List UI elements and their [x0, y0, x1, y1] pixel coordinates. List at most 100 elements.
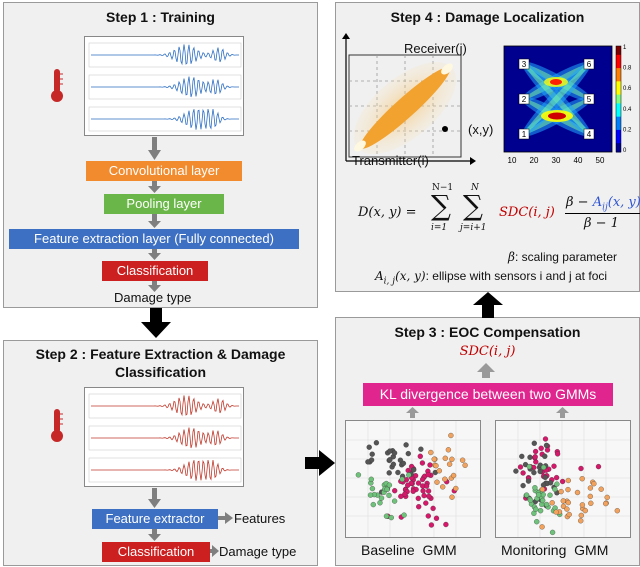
scatter-point — [405, 482, 411, 488]
scatter-point — [446, 461, 453, 467]
scatter-point — [423, 500, 429, 506]
colorbar-segment — [616, 46, 621, 51]
scatter-point — [547, 480, 554, 486]
formula-sum2-bottom: j=i+1 — [460, 223, 487, 233]
down-arrow-icon — [141, 308, 171, 338]
step1-panel: Step 1 : Training Convolutional layer Po… — [3, 2, 318, 308]
scatter-point — [535, 492, 542, 498]
monitoring-gmm-plot — [495, 420, 631, 538]
scatter-point — [554, 481, 560, 487]
sensor-label: 2 — [522, 95, 527, 104]
scatter-point — [426, 493, 432, 500]
scatter-point — [614, 508, 620, 514]
colorbar-segment — [616, 147, 621, 153]
signal-trace — [91, 427, 239, 449]
scatter-point — [425, 513, 431, 519]
receiver-label: Receiver(j) — [404, 41, 467, 56]
formula-lhs: D(x, y) = — [358, 205, 417, 220]
scatter-point — [399, 476, 405, 482]
pooling-layer-box: Pooling layer — [104, 194, 224, 214]
scatter-point — [401, 512, 407, 518]
damage-index-formula: D(x, y) = N−1 ∑ i=1 N ∑ j=i+1 SDC(i, j) … — [336, 181, 640, 241]
scatter-point — [531, 469, 537, 476]
scatter-point — [425, 471, 431, 478]
sdc-label: SDC(i, j) — [459, 344, 516, 359]
colorbar-segment — [616, 129, 621, 135]
scatter-point — [564, 506, 570, 512]
sensor-marker — [518, 58, 530, 70]
sensor-label: 5 — [587, 95, 592, 104]
hotspot — [548, 112, 566, 120]
signal-trace — [91, 459, 239, 481]
scatter-point — [430, 505, 436, 512]
scatter-point — [450, 472, 457, 479]
scatter-point — [565, 486, 571, 493]
scatter-point — [553, 509, 559, 515]
scatter-point — [532, 454, 538, 460]
damage-type-output: Damage type — [114, 290, 192, 305]
a-symbol: A — [375, 269, 384, 283]
thermometer-icon — [50, 409, 64, 448]
scatter-point — [520, 482, 526, 489]
up-arrow-icon — [473, 292, 503, 318]
sensor-label: 1 — [522, 130, 527, 139]
scatter-point — [565, 477, 571, 484]
features-label: Features — [234, 511, 286, 526]
scatter-point — [598, 486, 604, 492]
scatter-point — [442, 455, 448, 461]
colorbar-segment — [616, 72, 621, 78]
scatter-point — [386, 492, 392, 499]
scatter-point — [517, 464, 524, 470]
scatter-point — [558, 488, 564, 495]
scatter-point — [425, 488, 432, 494]
scatter-point — [578, 465, 584, 472]
colorbar-segment — [616, 50, 621, 56]
scatter-point — [539, 524, 545, 530]
colorbar-segment — [616, 76, 621, 82]
scatter-point — [390, 461, 397, 467]
scatter-point — [418, 446, 424, 452]
sensor-label: 4 — [587, 130, 592, 139]
scatter-point — [411, 467, 417, 473]
sensor-marker — [583, 58, 595, 70]
scatter-point — [566, 511, 572, 518]
scatter-point — [547, 492, 553, 498]
signal-trace — [91, 108, 239, 130]
scatter-point — [377, 500, 383, 506]
colorbar-segment — [616, 107, 621, 113]
scatter-point — [367, 492, 374, 498]
step1-arrows — [148, 137, 161, 292]
step2-title-line2: Classification — [114, 364, 207, 380]
scatter-point — [551, 463, 557, 469]
scatter-point — [449, 494, 455, 500]
colorbar-tick: 0.4 — [623, 107, 632, 113]
scatter-point — [527, 497, 534, 503]
scatter-point — [525, 478, 532, 484]
scatter-point — [526, 463, 532, 470]
scatter-point — [587, 493, 593, 500]
formula-num-a: A — [592, 195, 603, 210]
scatter-point — [383, 513, 390, 519]
scatter-point — [591, 481, 597, 487]
baseline-gmm-label: Baseline GMM — [361, 542, 457, 558]
colorbar-segment — [616, 134, 621, 140]
scatter-point — [579, 502, 586, 508]
beta-note: : scaling parameter — [514, 250, 617, 264]
scatter-point — [378, 495, 385, 501]
formula-sum2-top: N — [471, 183, 479, 193]
scatter-point — [534, 519, 540, 525]
step4-title: Step 4 : Damage Localization — [390, 9, 585, 25]
heatmap-ellipse — [523, 63, 590, 135]
a-definition: Ai, j(x, y): ellipse with sensors i and … — [375, 269, 607, 286]
colorbar-segment — [616, 103, 621, 109]
scatter-point — [537, 508, 544, 514]
formula-sum1-top: N−1 — [432, 183, 454, 193]
scatter-point — [370, 501, 376, 508]
heatmap-frame — [503, 45, 613, 153]
kl-divergence-box: KL divergence between two GMMs — [363, 383, 613, 406]
scatter-point — [519, 453, 525, 460]
classification-box: Classification — [102, 261, 208, 281]
colorbar-segment — [616, 138, 621, 144]
scatter-point — [543, 501, 550, 508]
